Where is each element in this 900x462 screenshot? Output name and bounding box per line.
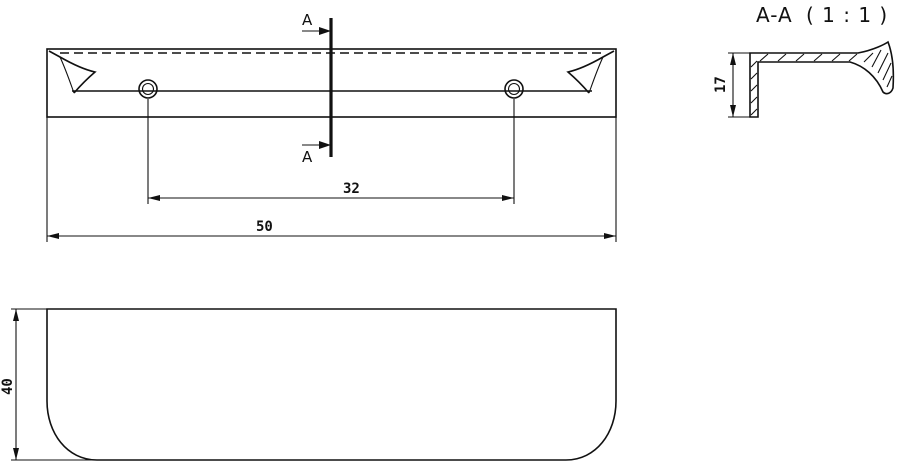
section-arrow-top (319, 27, 331, 35)
section-height-dimension: 17 (713, 76, 729, 93)
left-end-inner (59, 56, 75, 94)
front-view: 40 (0, 308, 617, 461)
front-height-arrow-bottom (13, 448, 19, 460)
section-scale: ( 1 : 1 ) (806, 3, 888, 27)
section-marker-top: A (302, 11, 313, 29)
right-end-inner (588, 56, 604, 94)
section-hatching (750, 49, 893, 116)
left-end-contour (48, 50, 97, 94)
section-marker-bottom: A (302, 148, 313, 166)
overall-length-dimension: 50 (256, 219, 273, 235)
section-view: A-A ( 1 : 1 ) 17 (713, 3, 895, 118)
front-view-outline (46, 308, 617, 461)
hole-spacing-dimension: 32 (343, 181, 360, 197)
top-view: A A 32 50 (46, 11, 617, 242)
front-height-dimension: 40 (0, 378, 16, 395)
hole-spacing-arrow-left (148, 195, 160, 201)
section-title: A-A (756, 3, 793, 27)
section-height-arrow-bottom (730, 105, 736, 117)
length-arrow-left (47, 233, 59, 239)
hole-spacing-arrow-right (502, 195, 514, 201)
mounting-hole-right (504, 79, 524, 99)
section-profile (749, 40, 895, 118)
front-height-arrow-top (13, 309, 19, 321)
section-height-arrow-top (730, 53, 736, 65)
length-arrow-right (604, 233, 616, 239)
right-end-contour (566, 50, 615, 94)
section-arrow-bottom (319, 141, 331, 149)
mounting-hole-left (138, 79, 158, 99)
